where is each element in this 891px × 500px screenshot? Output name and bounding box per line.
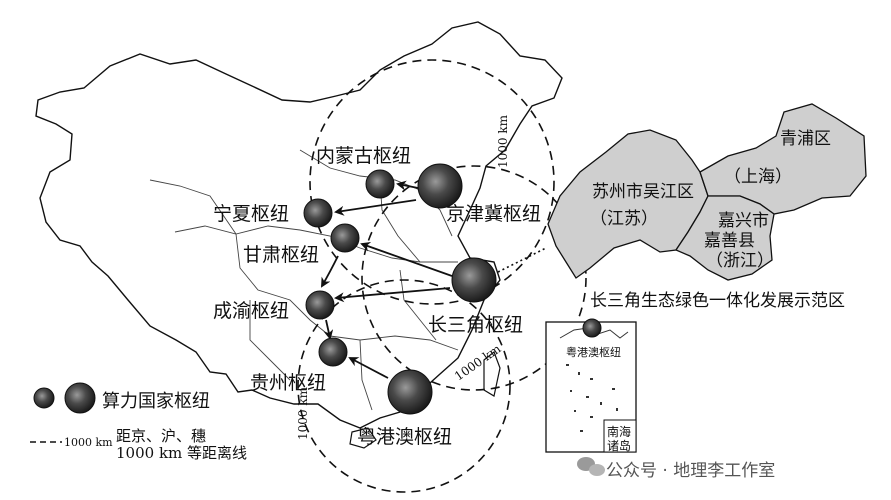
arrow-csj-to-gs bbox=[360, 241, 453, 277]
label-neimenggu: 内蒙古枢纽 bbox=[316, 145, 412, 167]
label-ningxia: 宁夏枢纽 bbox=[213, 203, 290, 225]
label-guizhou: 贵州枢纽 bbox=[250, 372, 327, 394]
label-qingpu: 青浦区 bbox=[780, 129, 831, 149]
label-jingjinji: 京津冀枢纽 bbox=[446, 203, 542, 225]
wechat-icon bbox=[577, 457, 605, 476]
label-chengyu: 成渝枢纽 bbox=[213, 300, 290, 322]
hub-marker-yuegangao bbox=[387, 369, 433, 415]
hub-marker-changsanjiao bbox=[451, 257, 497, 303]
arrow-ygz-to-gz bbox=[348, 357, 389, 379]
hub-marker-ningxia bbox=[303, 198, 333, 228]
circle-shanghai bbox=[361, 165, 587, 391]
arrow-jjj-to-nmg bbox=[396, 180, 419, 191]
south-sea-inset bbox=[545, 318, 637, 453]
label-yuegangao: 粤港澳枢纽 bbox=[357, 426, 453, 448]
yrd-inset bbox=[547, 103, 867, 281]
label-shanghai: （上海） bbox=[724, 167, 792, 187]
hub-marker-gansu bbox=[330, 223, 360, 253]
south-sea-hub-label: 粤港澳枢纽 bbox=[566, 346, 621, 359]
yrd-caption: 长三角生态绿色一体化发展示范区 bbox=[590, 291, 845, 311]
legend-hub-label: 算力国家枢纽 bbox=[102, 391, 210, 412]
hub-marker-chengyu bbox=[305, 290, 335, 320]
china-outline bbox=[35, 21, 563, 429]
circle-guangzhou bbox=[297, 279, 511, 493]
label-wujiang: 苏州市吴江区 bbox=[592, 182, 694, 202]
yrd-leader-line bbox=[497, 247, 547, 273]
legend-line-unit: 1000 km bbox=[64, 436, 113, 449]
circle-beijing bbox=[309, 59, 555, 305]
hub-marker-neimenggu bbox=[365, 169, 395, 199]
hub-arrows bbox=[321, 180, 453, 379]
label-jiangsu: （江苏） bbox=[590, 209, 658, 229]
south-sea-box-line2: 诸岛 bbox=[607, 439, 632, 453]
legend-symbols bbox=[30, 382, 96, 443]
label-zhejiang: （浙江） bbox=[706, 251, 774, 271]
taiwan-island bbox=[483, 351, 501, 397]
arrow-jjj-to-nx bbox=[334, 199, 417, 216]
arrow-cy-to-gz bbox=[323, 319, 334, 340]
watermark-text: 公众号 · 地理李工作室 bbox=[606, 461, 776, 481]
label-gansu: 甘肃枢纽 bbox=[243, 244, 320, 266]
hub-marker-guizhou bbox=[318, 337, 348, 367]
label-jiashan-county: 嘉善县 bbox=[704, 231, 755, 251]
equidistance-lines bbox=[297, 59, 587, 493]
legend-line-label-2: 1000 km 等距离线 bbox=[116, 444, 248, 462]
legend-hub-small bbox=[33, 387, 55, 409]
hub-marker-jingjinji bbox=[417, 163, 463, 209]
legend-line-label-1: 距京、沪、穗 bbox=[116, 427, 207, 445]
legend-hub-large bbox=[64, 382, 96, 414]
hainan-island bbox=[349, 427, 377, 449]
south-sea-box-line1: 南海 bbox=[607, 425, 632, 439]
arrow-gs-to-cy bbox=[321, 255, 339, 288]
region-jiashan bbox=[675, 195, 775, 281]
arrow-csj-to-cy bbox=[334, 287, 451, 303]
hub-markers bbox=[303, 163, 497, 415]
label-changsanjiao: 长三角枢纽 bbox=[428, 314, 524, 336]
distance-label-north: 1000 km bbox=[496, 114, 510, 168]
south-sea-hub-marker bbox=[582, 318, 602, 338]
distance-label-southwest: 1000 km bbox=[296, 386, 310, 440]
label-jiashan-city: 嘉兴市 bbox=[718, 211, 769, 231]
